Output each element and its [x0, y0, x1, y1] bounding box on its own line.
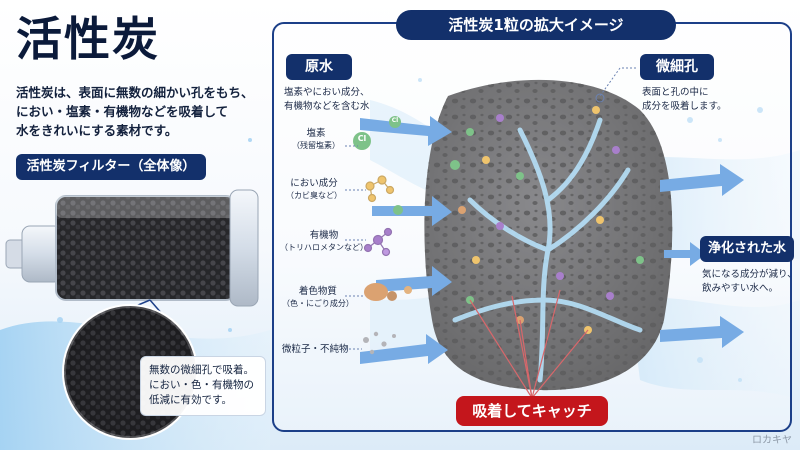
impurity-odor: におい成分 （カビ臭など） [286, 178, 342, 202]
impurity-name: におい成分 [290, 178, 338, 189]
panel-title: 活性炭1粒の拡大イメージ [396, 10, 676, 40]
particle-icons [363, 331, 396, 355]
magnified-panel [272, 22, 792, 432]
impurity-name: 有機物 [309, 230, 339, 241]
intro-line: 水をきれいにする素材です。 [16, 122, 178, 138]
pore-channels [452, 117, 643, 383]
impurity-organic: 有機物 （トリハロメタンなど） [280, 230, 368, 254]
purified-desc-line: 飲みやすい水へ。 [702, 282, 779, 294]
intro-description: 活性炭は、表面に無数の細かい孔をもち、 におい・塩素・有機物などを吸着して 水を… [16, 84, 274, 140]
intro-line: におい・塩素・有機物などを吸着して [16, 103, 229, 119]
callout-line: 無数の微細孔で吸着。 [149, 364, 254, 376]
impurity-sub: （色・にごり成分） [282, 298, 354, 308]
chlorine-symbol: Cl [391, 117, 399, 124]
watermark: ロカキヤ [752, 435, 792, 446]
organic-molecule-icon [363, 227, 393, 257]
purified-water-label: 浄化された水 [700, 236, 794, 262]
filter-cartridge [5, 189, 259, 307]
purified-desc-line: 気になる成分が減り、 [702, 269, 797, 280]
impurity-color: 着色物質 （色・にごり成分） [282, 286, 354, 310]
callout-line: におい・色・有機物の [149, 379, 254, 392]
impurity-sub: （カビ臭など） [286, 190, 342, 200]
raw-water-desc-line: 有機物などを含む水 [284, 100, 370, 112]
catch-pointer-lines [469, 289, 589, 399]
filter-section-label: 活性炭フィルター（全体像） [16, 154, 206, 180]
micropore-description: 表面と孔の中に 成分を吸着します。 [642, 86, 727, 114]
micropore-desc-line: 成分を吸着します。 [642, 100, 727, 112]
impurity-particles: 微粒子・不純物 [282, 344, 349, 357]
intro-line: 活性炭は、表面に無数の細かい孔をもち、 [16, 85, 254, 100]
closeup-callout: 無数の微細孔で吸着。 におい・色・有機物の 低減に有効です。 [140, 356, 266, 416]
impurity-name: 着色物質 [298, 286, 337, 297]
chlorine-symbol: Cl [357, 134, 367, 143]
page-title: 活性炭 [16, 12, 160, 66]
purified-water-description: 気になる成分が減り、 飲みやすい水へ。 [702, 268, 797, 296]
impurity-sub: （残留塩素） [292, 140, 340, 150]
raw-water-desc-line: 塩素やにおい成分、 [284, 87, 370, 98]
impurity-chlorine: 塩素 （残留塩素） [292, 128, 340, 152]
captured-molecules [458, 106, 644, 334]
outflow-arrows [660, 164, 744, 348]
color-matter-icon [364, 283, 412, 301]
micropore-label: 微細孔 [640, 54, 714, 80]
raw-water-description: 塩素やにおい成分、 有機物などを含む水 [284, 86, 370, 114]
callout-line: 低減に有効です。 [149, 394, 232, 407]
impurity-name: 塩素 [306, 128, 326, 139]
inflow-arrows [360, 116, 452, 364]
odor-molecule-icon [365, 175, 395, 203]
catch-label: 吸着してキャッチ [456, 396, 608, 426]
micropore-desc-line: 表面と孔の中に [642, 87, 709, 98]
raw-water-label: 原水 [286, 54, 352, 80]
impurity-sub: （トリハロメタンなど） [280, 242, 368, 252]
impurity-name: 微粒子・不純物 [282, 344, 349, 355]
